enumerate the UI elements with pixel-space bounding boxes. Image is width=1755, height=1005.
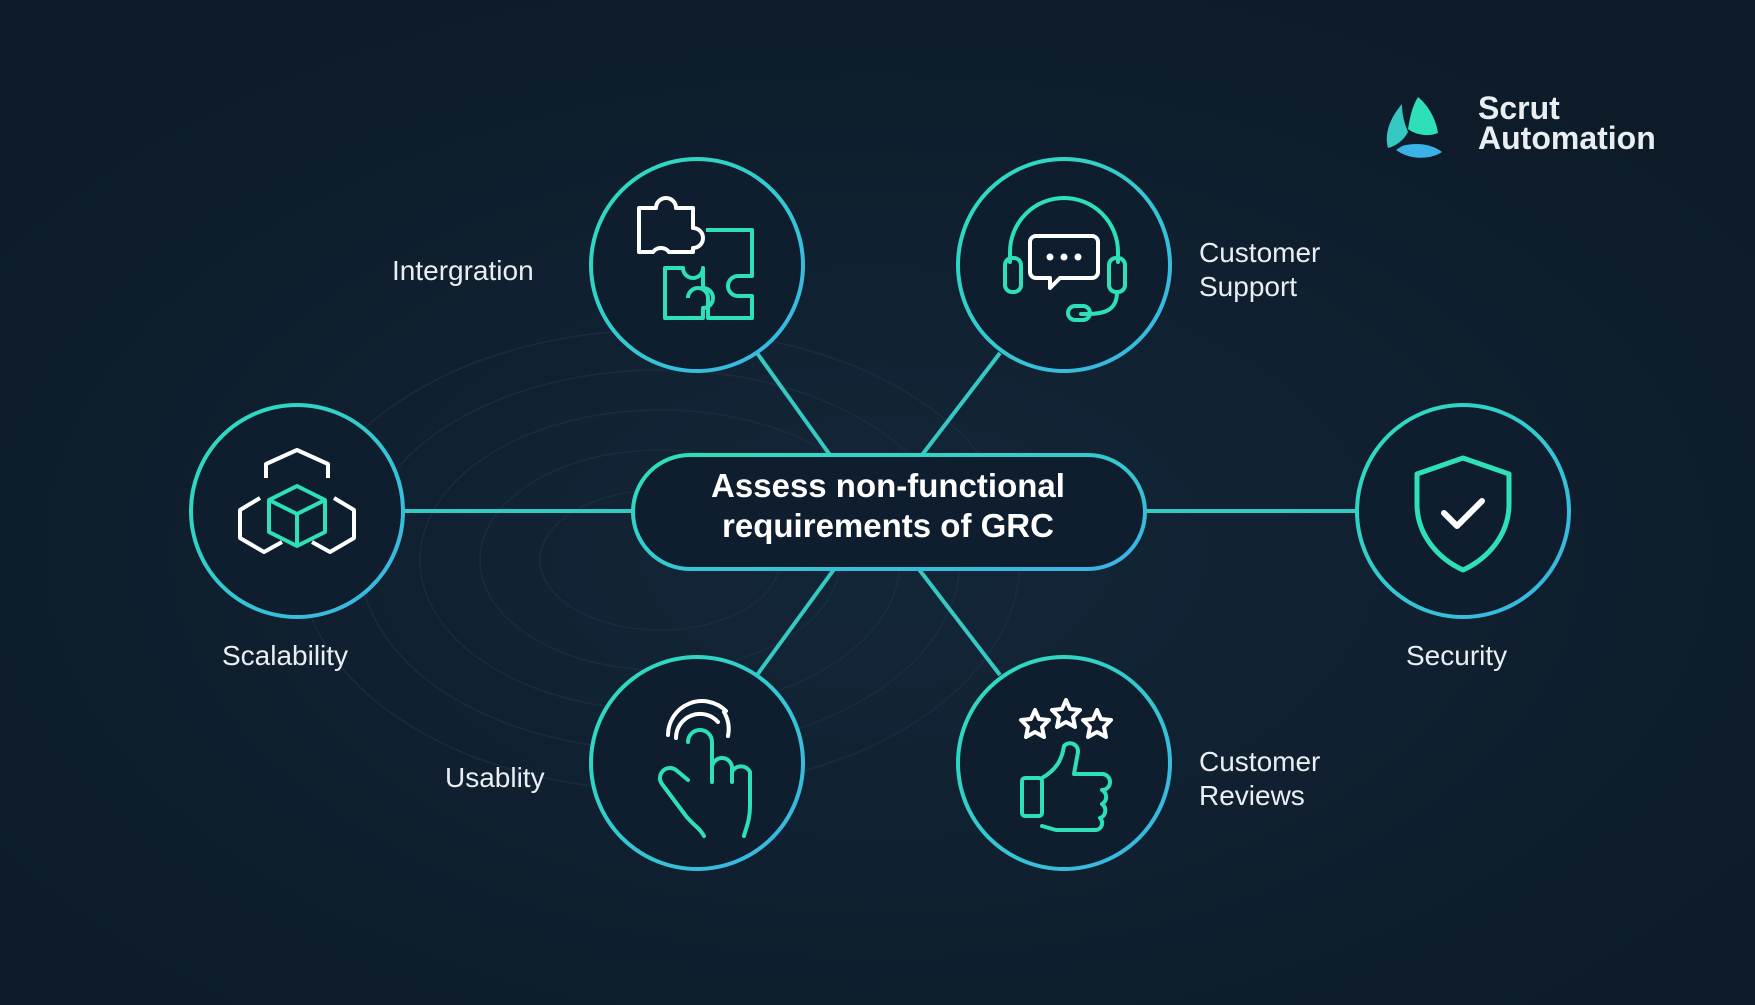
customer-support-label: Customer Support — [1199, 236, 1320, 304]
connector-customer-support — [920, 351, 1002, 457]
security-node — [1355, 403, 1571, 619]
scrut-logo-icon — [1386, 97, 1442, 158]
usability-label: Usablity — [445, 762, 545, 793]
center-node — [631, 453, 1147, 571]
scalability-label: Scalability — [222, 640, 349, 671]
center-line2: requirements of GRC — [722, 507, 1054, 544]
security-label: Security — [1406, 640, 1508, 671]
connector-integration — [755, 351, 832, 457]
customer-support-label-line2: Support — [1199, 271, 1298, 302]
customer-support-label-line1: Customer — [1199, 237, 1321, 268]
puzzle-icon — [637, 196, 754, 320]
brand-line2: Automation — [1478, 120, 1656, 156]
customer-reviews-label-line1: Customer — [1199, 746, 1321, 777]
brand-line1: Scrut — [1478, 90, 1560, 126]
headset-chat-icon — [1003, 196, 1127, 322]
integration-node — [589, 157, 805, 373]
customer-support-node — [956, 157, 1172, 373]
usability-node — [589, 655, 805, 871]
brand-wordmark: Scrut Automation — [1478, 90, 1656, 156]
scalability-node — [189, 403, 405, 619]
connector-customer-reviews — [916, 566, 1002, 677]
thumbs-up-stars-icon — [1019, 698, 1113, 832]
connector-usability — [755, 566, 837, 677]
connector-lines — [405, 351, 1355, 677]
customer-reviews-node — [956, 655, 1172, 871]
center-line1: Assess non-functional — [711, 467, 1065, 504]
integration-label: Intergration — [392, 255, 534, 286]
customer-reviews-label-line2: Reviews — [1199, 780, 1305, 811]
cubes-icon — [238, 448, 356, 554]
shield-check-icon — [1414, 455, 1512, 573]
customer-reviews-label: Customer Reviews — [1199, 745, 1320, 813]
center-title: Assess non-functional requirements of GR… — [640, 466, 1136, 546]
touch-hand-icon — [658, 699, 752, 838]
